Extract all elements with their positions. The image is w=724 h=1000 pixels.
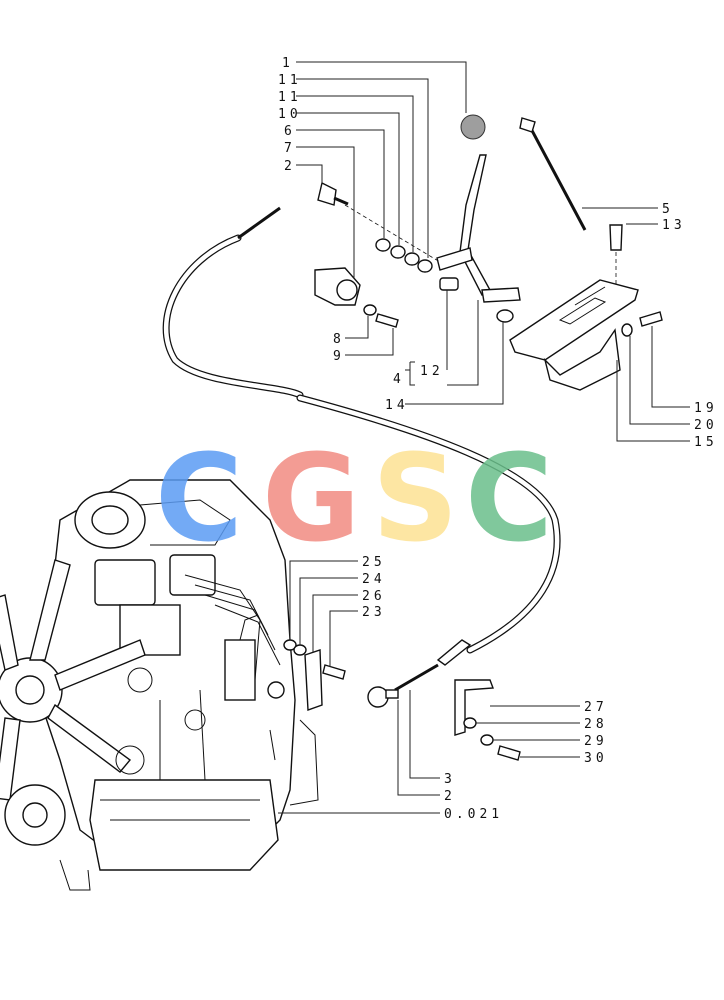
callout-29: 29 (584, 734, 608, 749)
watermark-letter-s: S (372, 430, 458, 569)
callout-11b: 11 (278, 90, 302, 105)
callout-28: 28 (584, 717, 608, 732)
callout-26: 26 (362, 589, 386, 604)
callout-23: 23 (362, 605, 386, 620)
callout-2-top: 2 (284, 159, 296, 174)
watermark-logo: C G S C (155, 430, 553, 569)
watermark-letter-g: G (262, 430, 361, 569)
lever-assembly (314, 114, 663, 391)
watermark-letter-c1: C (155, 430, 243, 569)
leader-lines (278, 61, 690, 814)
callout-5: 5 (662, 202, 674, 217)
callout-12: 12 (420, 364, 444, 379)
callout-6: 6 (284, 124, 296, 139)
callout-7: 7 (284, 141, 296, 156)
callout-3: 3 (444, 772, 456, 787)
lower-bracket (283, 639, 521, 761)
throttle-cable (162, 206, 561, 708)
callout-1: 1 (282, 56, 294, 71)
callout-2-bottom: 2 (444, 789, 456, 804)
callout-13: 13 (662, 218, 686, 233)
callout-15: 15 (694, 435, 718, 450)
callout-24: 24 (362, 572, 386, 587)
callout-27: 27 (584, 700, 608, 715)
callout-20: 20 (694, 418, 718, 433)
callout-4: 4 (393, 372, 405, 387)
callout-11a: 11 (278, 73, 302, 88)
engine-illustration (0, 479, 319, 891)
callout-0-021: 0.021 (444, 807, 503, 822)
callout-8: 8 (333, 332, 345, 347)
callout-30: 30 (584, 751, 608, 766)
callout-labels: 1 11 11 10 6 7 2 5 13 8 9 4 12 14 19 20 … (278, 56, 718, 822)
callout-10: 10 (278, 107, 302, 122)
callout-25: 25 (362, 555, 386, 570)
callout-19: 19 (694, 401, 718, 416)
watermark-letter-c2: C (465, 430, 553, 569)
callout-14: 14 (385, 398, 409, 413)
callout-9: 9 (333, 349, 345, 364)
